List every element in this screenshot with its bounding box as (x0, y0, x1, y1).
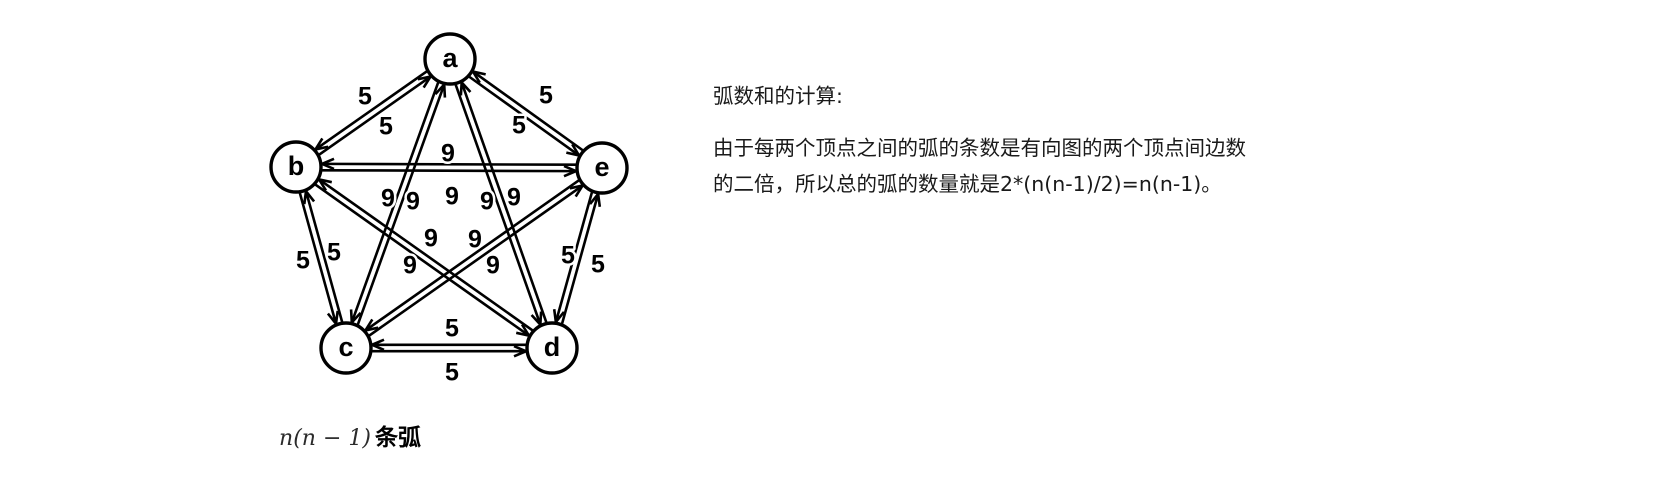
edge-weight-label: 5 (358, 83, 372, 111)
node-circle (525, 321, 579, 375)
edge-line (321, 168, 576, 173)
edge-weight-label: 5 (539, 82, 553, 110)
graph-node-d[interactable]: d (525, 321, 579, 375)
edge-line (350, 81, 440, 323)
node-label: d (544, 332, 561, 362)
graph-node-e[interactable]: e (575, 141, 629, 195)
edge-weight-halo: 5 (512, 112, 526, 140)
explanation-panel: 弧数和的计算: 由于每两个顶点之间的弧的条数是有向图的两个顶点间边数 的二倍，所… (713, 86, 1433, 195)
edge-weight-label: 5 (445, 315, 459, 343)
explanation-body-line-1: 由于每两个顶点之间的弧的条数是有向图的两个顶点间边数 (713, 135, 1246, 160)
edge-line (356, 84, 446, 326)
caption-formula: n(n − 1) (279, 426, 371, 451)
node-circle (575, 141, 629, 195)
edge-weight-halo: 9 (468, 226, 482, 254)
edge-weight-halo: 9 (424, 225, 438, 253)
edge-weight-halo: 9 (507, 184, 521, 212)
edge-weight-label: 5 (512, 112, 526, 140)
edge-weight-halo: 5 (561, 242, 575, 270)
node-circle (423, 32, 477, 86)
edge-weight-halo: 5 (539, 82, 553, 110)
node-label: b (288, 151, 305, 181)
edge-weight-label: 5 (327, 239, 341, 267)
figure-caption: n(n − 1)条弧 (0, 418, 700, 452)
node-label: a (442, 43, 458, 73)
edge-weight-halo: 9 (381, 185, 395, 213)
edge-line (468, 75, 580, 157)
edge-weight-label: 9 (507, 184, 521, 212)
edge-weight-label: 9 (403, 252, 417, 280)
explanation-heading: 弧数和的计算: (713, 84, 843, 108)
edge-line (314, 70, 428, 151)
edge-weight-label: 9 (424, 225, 438, 253)
explanation-body-line-2: 的二倍，所以总的弧的数量就是2*(n(n-1)/2)=n(n-1)。 (713, 172, 1222, 196)
edge-line (364, 179, 580, 332)
edge-weight-label: 5 (561, 242, 575, 270)
edge-weight-label: 5 (445, 359, 459, 387)
edge-weight-halo: 9 (406, 188, 420, 216)
edge-weight-halo: 5 (445, 359, 459, 387)
edge-line (472, 70, 584, 152)
edge-weight-halo: 9 (403, 252, 417, 280)
edge-line (460, 82, 548, 323)
node-circle (319, 321, 373, 375)
node-label: e (594, 152, 609, 182)
edge-line (314, 183, 530, 337)
edge-weight-label: 9 (486, 252, 500, 280)
edge-weight-label: 9 (468, 226, 482, 254)
node-label: c (338, 332, 353, 362)
graph-node-c[interactable]: c (319, 321, 373, 375)
edge-weight-halo: 5 (358, 83, 372, 111)
edge-weight-halo: 5 (445, 315, 459, 343)
edge-weight-label: 9 (406, 188, 420, 216)
edge-weight-label: 5 (379, 113, 393, 141)
edge-weight-halo: 5 (327, 239, 341, 267)
edge-weight-label: 5 (591, 251, 605, 279)
edge-line (304, 190, 344, 323)
edge-line (560, 193, 600, 325)
edge-line (368, 184, 584, 337)
edge-line (298, 192, 338, 325)
edge-weight-halo: 5 (379, 113, 393, 141)
edge-weight-halo: 9 (441, 140, 455, 168)
edge-weight-halo: 5 (296, 247, 310, 275)
edge-line (318, 75, 432, 156)
edge-line (318, 178, 534, 332)
edge-weight-label: 9 (480, 188, 494, 216)
caption-chinese-text: 条弧 (374, 425, 421, 451)
graph-node-a[interactable]: a (423, 32, 477, 86)
edge-line (454, 84, 542, 325)
edge-weight-label: 5 (296, 247, 310, 275)
edge-weight-halo: 9 (445, 183, 459, 211)
edge-weight-halo: 9 (480, 188, 494, 216)
edge-weight-label: 9 (441, 140, 455, 168)
edge-weight-label: 9 (445, 183, 459, 211)
edges-group (298, 69, 602, 358)
edge-line (554, 191, 594, 323)
edge-weight-label: 9 (381, 185, 395, 213)
graph-node-b[interactable]: b (269, 140, 323, 194)
node-circle (269, 140, 323, 194)
edge-line (322, 162, 577, 167)
nodes-group: a b e c d (269, 32, 629, 375)
edge-weight-halo: 5 (591, 251, 605, 279)
edge-weight-halo: 9 (486, 252, 500, 280)
